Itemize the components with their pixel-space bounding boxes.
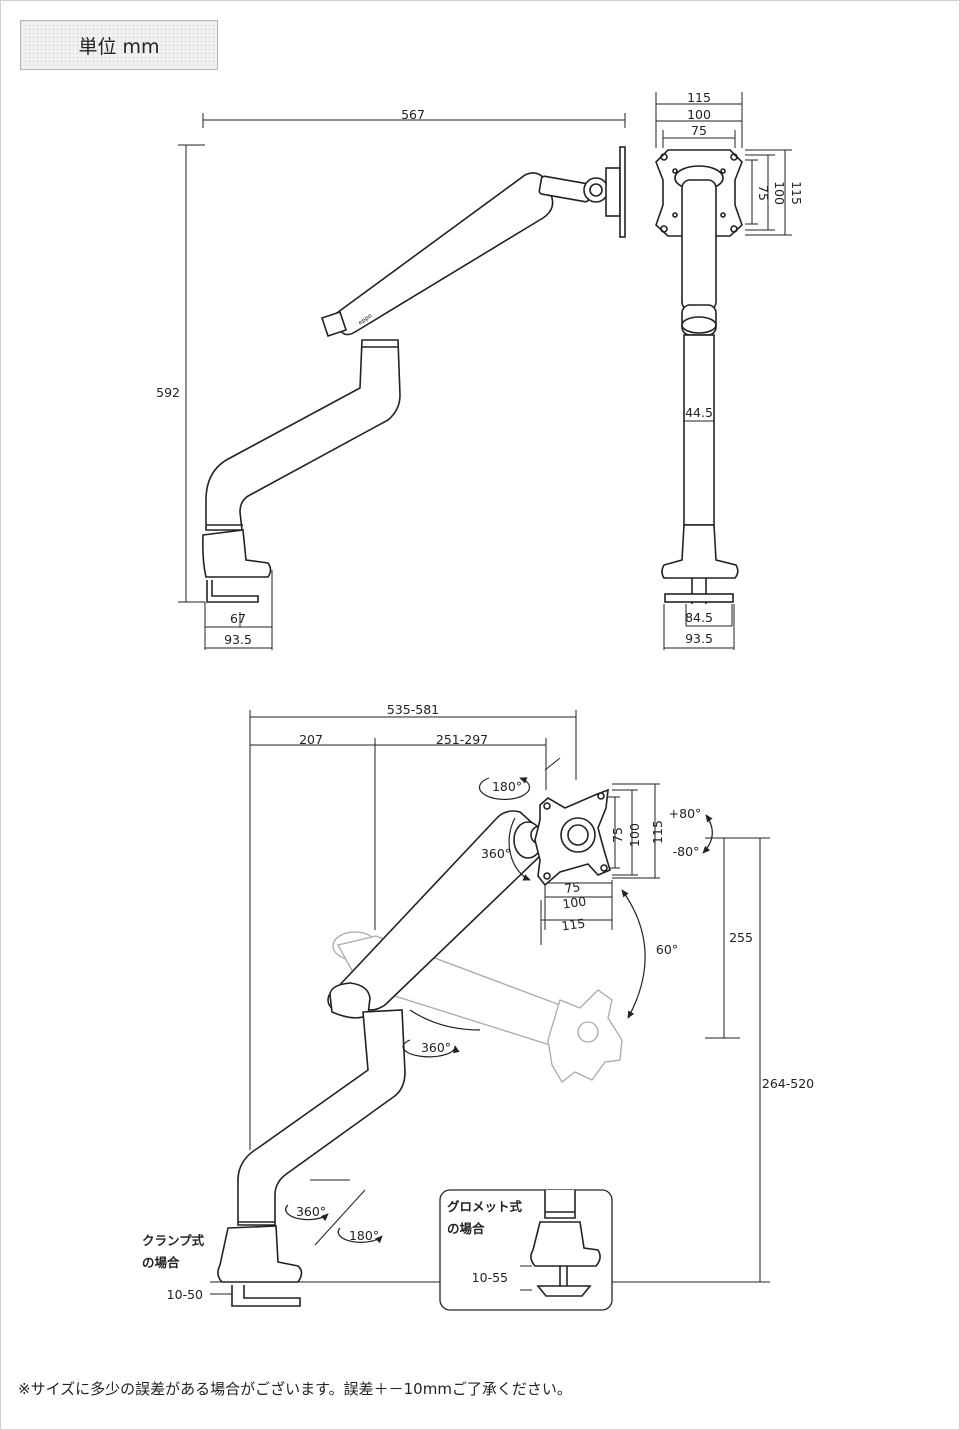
unit-label: 単位 mm <box>78 35 160 58</box>
motion-lower-arm <box>237 1009 406 1226</box>
rotate-360-head-label: 360° <box>481 846 511 861</box>
footer-note: ※サイズに多少の誤差がある場合がございます。誤差＋－10mmご了承ください。 <box>18 1380 572 1398</box>
front-vesa-inner-label: 75 <box>691 123 707 138</box>
grommet-thickness-label: 10-55 <box>472 1270 508 1285</box>
height-range-label: 264-520 <box>762 1076 814 1091</box>
side-width-label: 567 <box>401 107 425 122</box>
vesa-75-h-label: 75 <box>563 879 581 896</box>
side-upper-arm <box>328 172 554 336</box>
motion-view <box>210 710 770 1311</box>
grommet-inset <box>439 1189 613 1311</box>
rotation-arcs <box>285 777 713 1244</box>
side-dimension-lines <box>178 113 626 650</box>
rotate-360-base-label: 360° <box>296 1204 326 1219</box>
vesa-115-h-label: 115 <box>561 915 587 933</box>
unit-label-box: 単位 mm <box>20 20 218 70</box>
side-dimension-labels: 567 592 67 93.5 <box>156 107 425 647</box>
motion-labels: 535-581 207 251-297 180° 360° +80° -80° … <box>142 702 814 1302</box>
front-vesa-mid-label: 100 <box>687 107 711 122</box>
reach-lower-label: 207 <box>299 732 323 747</box>
front-vesa-mid-v-label: 100 <box>772 181 787 205</box>
front-view <box>655 92 792 650</box>
clamp-label-line1: クランプ式 <box>142 1233 205 1248</box>
vertical-travel-label: 255 <box>729 930 753 945</box>
clamp-label-line2: の場合 <box>142 1255 180 1270</box>
front-base-outer-label: 93.5 <box>685 631 713 646</box>
front-vesa-outer-label: 115 <box>687 90 711 105</box>
side-view: eppo <box>178 113 626 650</box>
reach-total-label: 535-581 <box>387 702 439 717</box>
grommet-label-line1: グロメット式 <box>447 1199 523 1214</box>
clamp-thickness-label: 10-50 <box>167 1287 203 1302</box>
front-base <box>661 524 739 579</box>
vesa-115-v-label: 115 <box>650 820 665 844</box>
side-base-outer-label: 93.5 <box>224 632 252 647</box>
front-pole-diameter-label: 44.5 <box>685 405 713 420</box>
tilt-up-label: +80° <box>669 806 702 821</box>
side-base-inner-label: 67 <box>230 611 246 626</box>
motion-clamp <box>217 1225 303 1283</box>
front-pole <box>683 334 715 526</box>
side-height-label: 592 <box>156 385 180 400</box>
front-vesa-outer-v-label: 115 <box>789 181 804 205</box>
front-upper-arm <box>681 179 717 311</box>
front-base-inner-label: 84.5 <box>685 610 713 625</box>
rotate-360-mid-label: 360° <box>421 1040 451 1055</box>
vesa-100-v-label: 100 <box>627 823 642 847</box>
tilt-down-label: -80° <box>673 844 700 859</box>
vesa-75-v-label: 75 <box>610 827 625 843</box>
motion-dimension-lines <box>210 710 770 1295</box>
front-dimension-lines <box>655 92 792 650</box>
motion-main-arm <box>217 788 611 1307</box>
grommet-label-line2: の場合 <box>447 1221 485 1236</box>
reach-upper-label: 251-297 <box>436 732 488 747</box>
vesa-100-h-label: 100 <box>562 893 588 911</box>
arm-angle-label: 60° <box>656 942 678 957</box>
side-clamp <box>202 529 272 578</box>
side-lower-arm <box>205 339 401 531</box>
rotate-180-base-label: 180° <box>349 1228 379 1243</box>
front-dimension-labels: 115 100 75 115 100 75 44.5 84.5 93.5 <box>685 90 804 646</box>
front-vesa-inner-v-label: 75 <box>756 185 771 201</box>
rotate-180-top-label: 180° <box>492 779 522 794</box>
